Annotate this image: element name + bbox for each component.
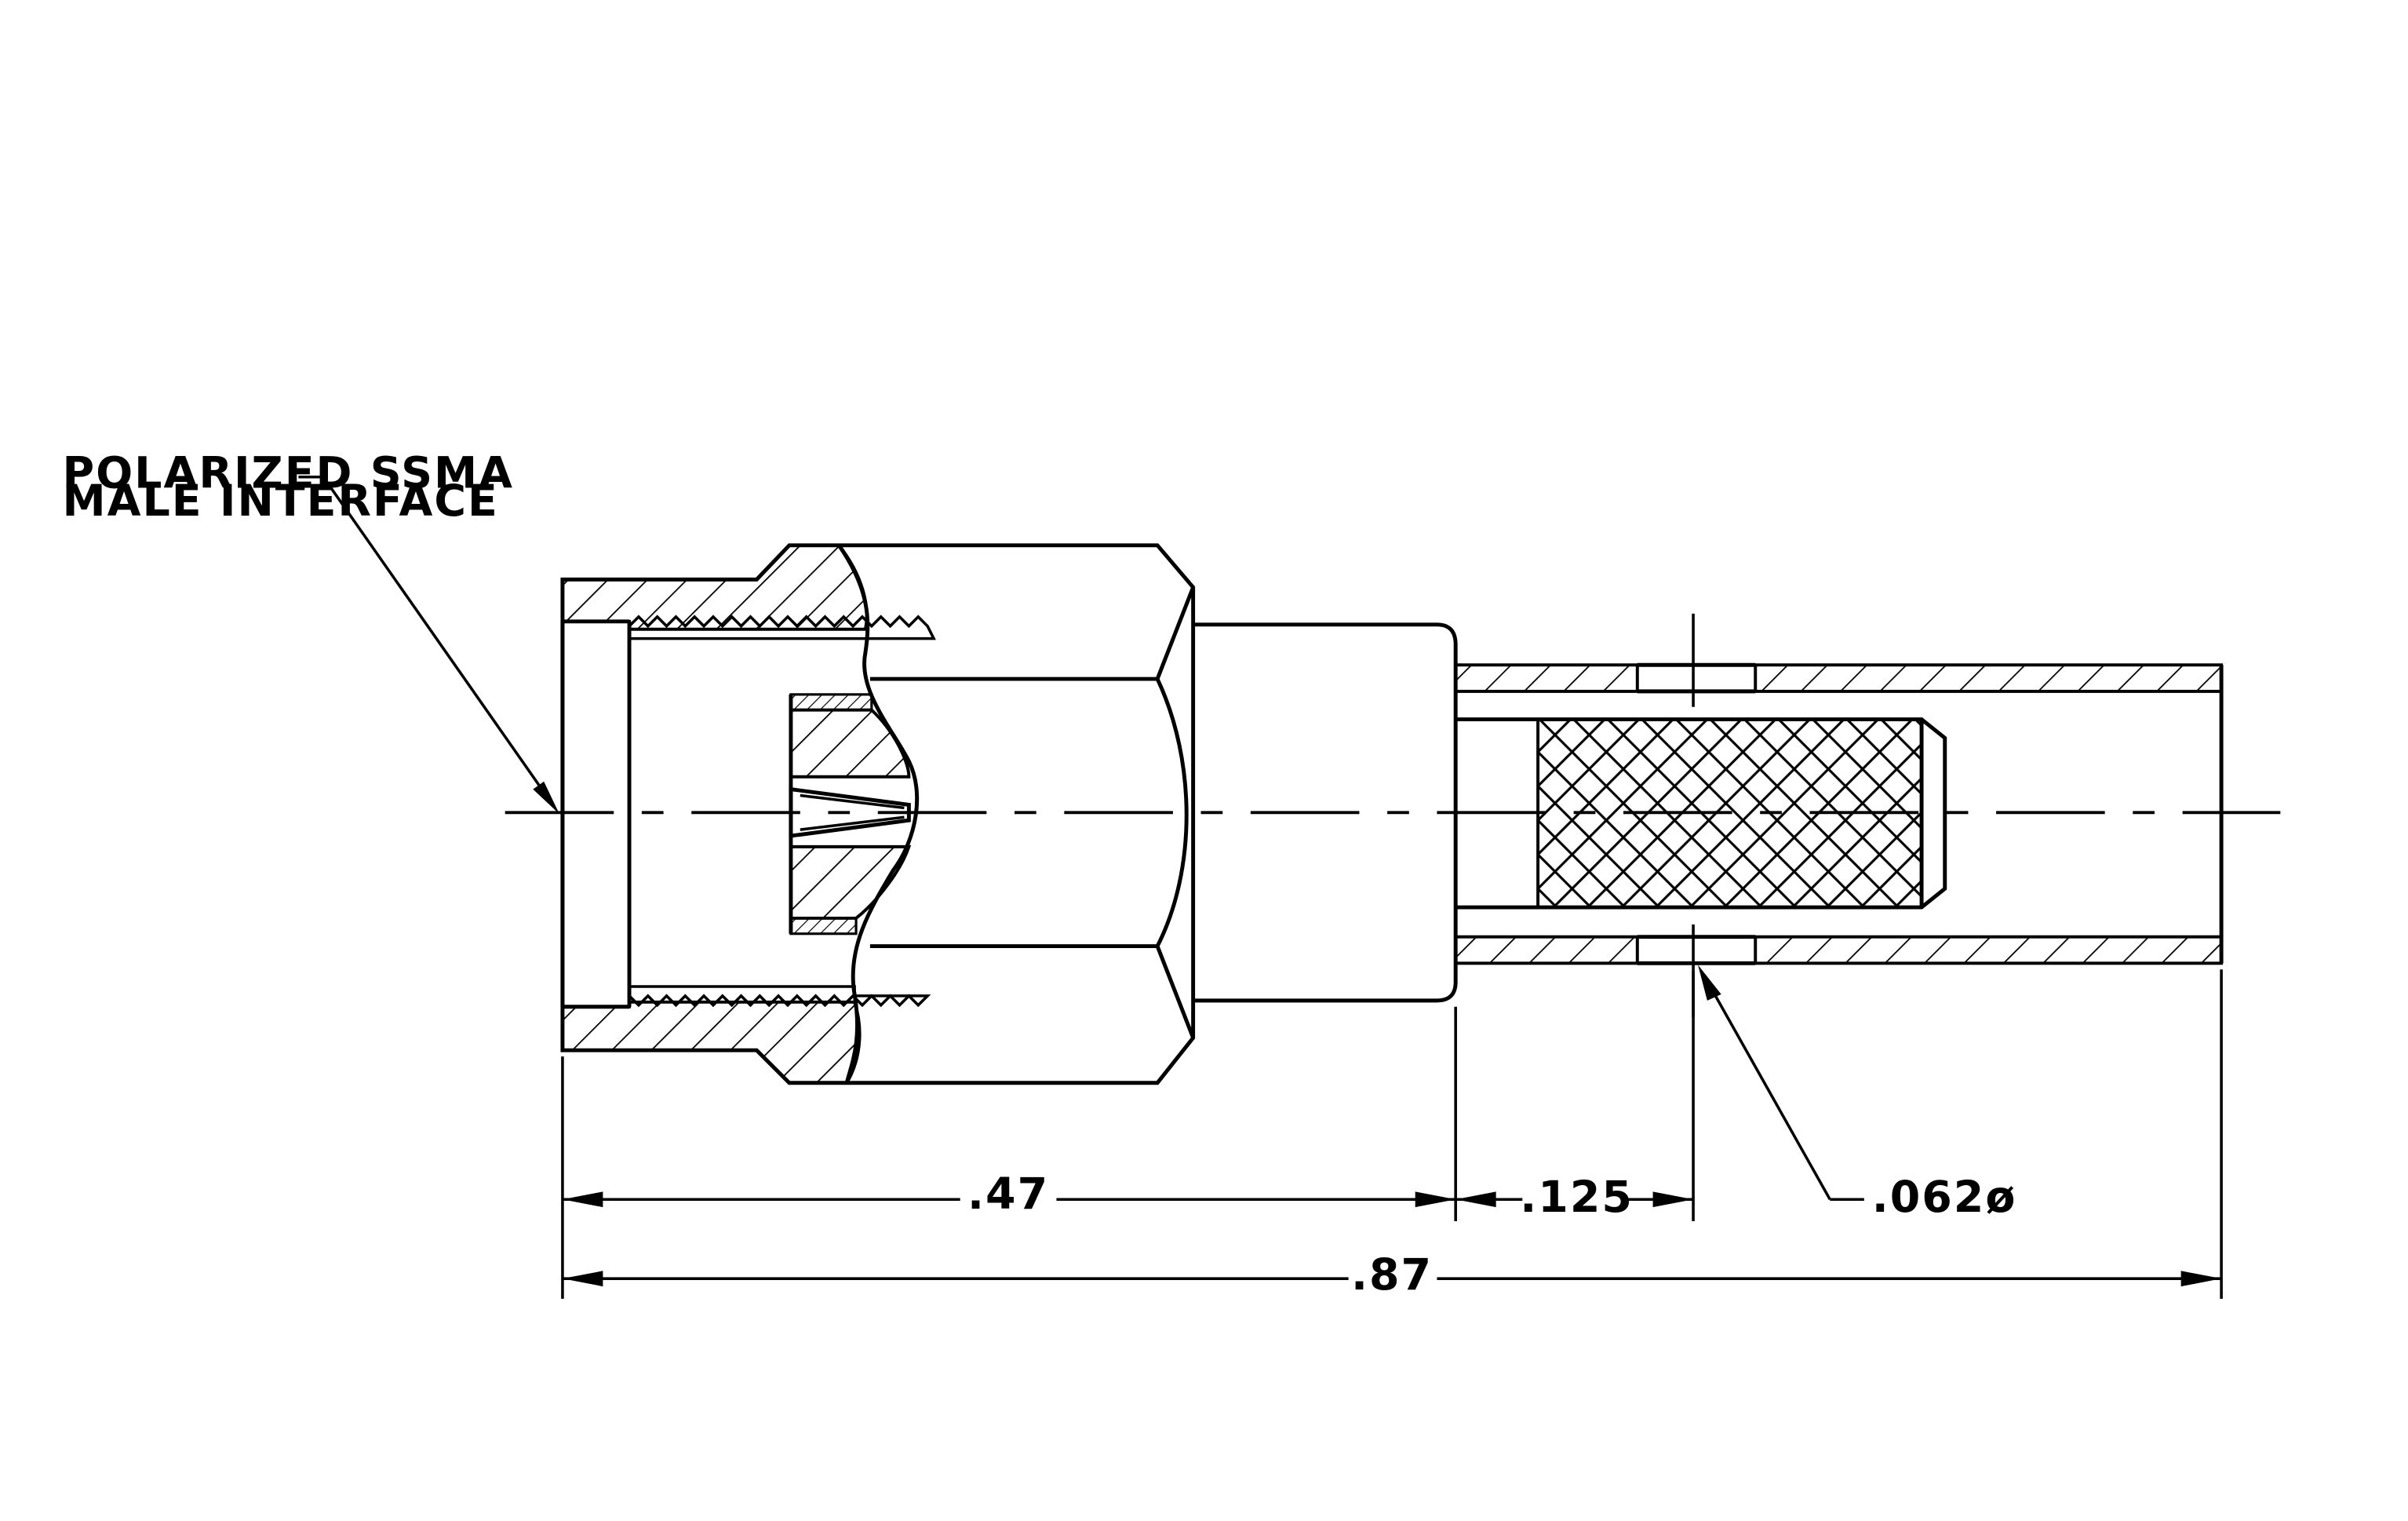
- interface-callout-line1: POLARIZED SSMA: [63, 449, 515, 499]
- interface-callout: POLARIZED SSMA MALE INTERFACE: [63, 449, 559, 815]
- leader-arrowhead: [533, 781, 559, 815]
- insulator-pin: [789, 693, 912, 936]
- dimension-0125-label: .125: [1520, 1173, 1634, 1223]
- dimension-087: .87: [562, 1250, 2222, 1300]
- dimension-087-label: .87: [1351, 1250, 1433, 1300]
- solder-sleeve: [1454, 613, 2224, 1018]
- dimension-0125: .125: [1455, 1173, 1694, 1223]
- dimension-047: .47: [562, 1169, 1456, 1220]
- diameter-callout-label: .062ø: [1872, 1173, 2017, 1223]
- connector-body: [1193, 622, 1458, 1003]
- coupling-nut: [560, 543, 1196, 1085]
- leader-line: [322, 476, 553, 804]
- dimension-047-label: .47: [967, 1169, 1049, 1220]
- extension-lines: [561, 969, 2223, 1299]
- diameter-callout: .062ø: [1698, 965, 2017, 1223]
- interface-callout-line2: MALE INTERFACE: [63, 476, 499, 527]
